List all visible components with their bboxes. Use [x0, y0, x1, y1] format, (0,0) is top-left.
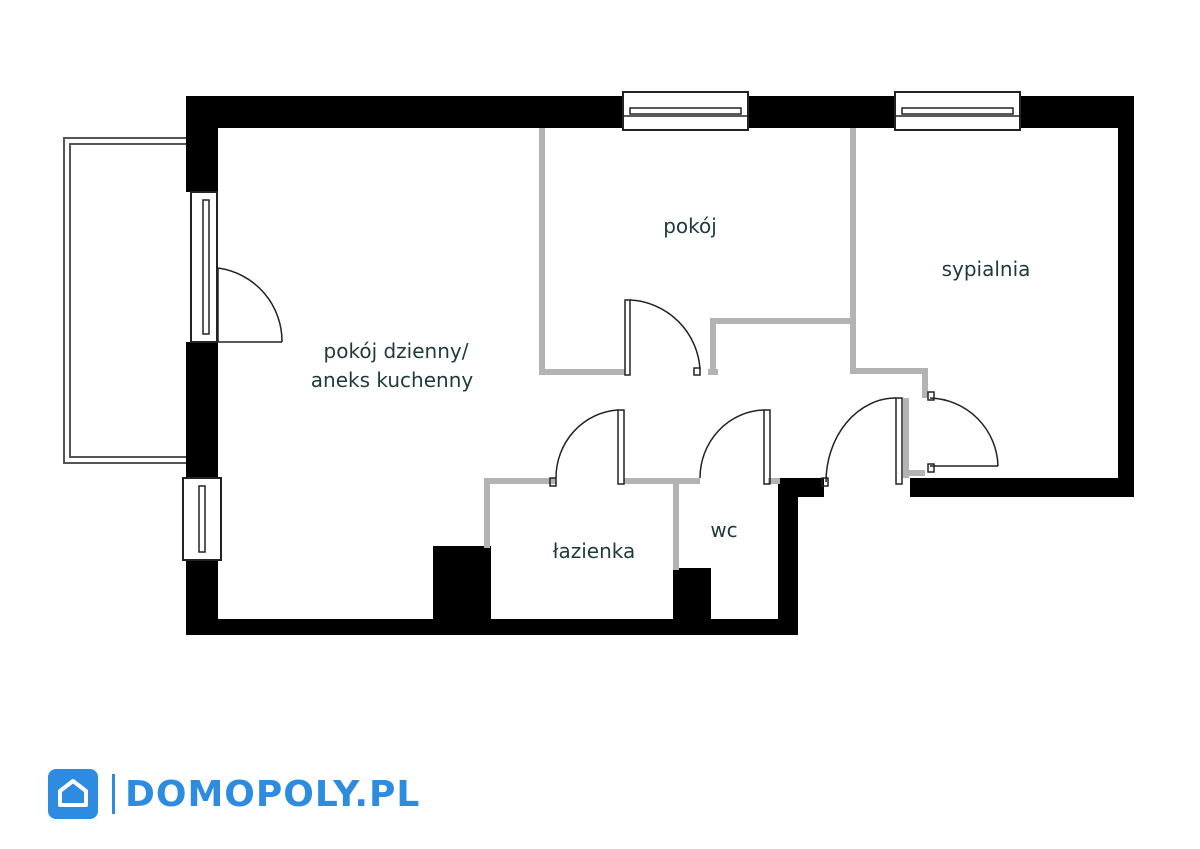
balcony [63, 137, 186, 464]
door-bathroom [549, 409, 625, 487]
door-bedroom [927, 391, 999, 473]
label-living-room-line2: aneks kuchenny [311, 368, 474, 392]
window-top-1 [622, 91, 749, 131]
door-wc [699, 409, 771, 485]
inner-walls [484, 128, 928, 570]
label-bathroom: łazienka [553, 539, 635, 563]
label-wc: wc [710, 518, 737, 542]
door-balcony [217, 267, 283, 343]
window-top-2 [894, 91, 1021, 131]
window-left-lower [182, 477, 222, 561]
window-left-balcony-door [190, 191, 218, 343]
brand-separator [112, 774, 115, 814]
outer-walls [186, 96, 1134, 635]
brand-logo: DOMOPOLY.PL [48, 768, 420, 820]
label-living-room-line1: pokój dzienny/ [324, 339, 469, 363]
door-corridor [821, 397, 903, 487]
door-pokoj [624, 299, 701, 376]
house-icon [48, 769, 98, 819]
label-room: pokój [663, 214, 717, 238]
label-bedroom: sypialnia [942, 257, 1031, 281]
brand-name: DOMOPOLY.PL [125, 773, 421, 815]
